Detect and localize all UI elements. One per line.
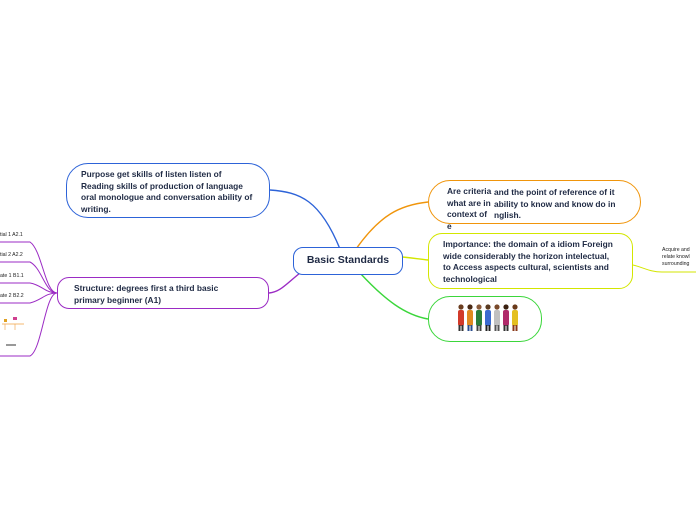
criteria-left-line-1: Are criteria [447,186,492,196]
importance-child-line-2: relate knowl [662,253,690,260]
person-figure [476,304,482,331]
importance-child[interactable]: Acquire and relate knowl surrounding [662,247,690,267]
purpose-line-1: Purpose get skills of listen listen of [81,169,222,179]
person-figure [485,304,491,331]
purpose-line-4: writing. [81,203,111,214]
criteria-right-line-3: nglish. [494,210,521,221]
criteria-right-line-2: ability to know and know do in [494,198,616,209]
importance-line-1: Importance: the domain of a idiom Foreig… [443,239,613,249]
importance-child-line-3: surrounding [662,260,690,267]
structure-child-1[interactable]: tial 1 A2.1 [0,232,23,238]
mini-chart-thumbnail [0,317,26,346]
person-figure [467,304,473,331]
importance-line-2: wide considerably the horizon intelectua… [443,250,610,261]
people-image-topic[interactable] [428,296,542,342]
purpose-line-2: Reading skills of production of language [81,180,243,191]
structure-topic[interactable]: Structure: degrees first a third basic p… [57,277,269,309]
importance-child-line-1: Acquire and [662,247,690,253]
criteria-left-line-3: context of e [447,209,488,231]
people-illustration [458,304,518,331]
criteria-right-line-1: and the point of reference of it [494,187,615,197]
importance-topic[interactable]: Importance: the domain of a idiom Foreig… [428,233,633,289]
central-topic-label: Basic Standards [306,254,390,266]
criteria-left-line-2: what are in [447,197,491,208]
structure-child-3[interactable]: ate 1 B1.1 [0,273,24,279]
purpose-line-3: oral monologue and conversation ability … [81,192,253,203]
central-topic[interactable]: Basic Standards [293,247,403,275]
person-figure [494,304,500,331]
person-figure [512,304,518,331]
person-figure [458,304,464,331]
structure-line-2: primary beginner (A1) [74,294,162,305]
structure-line-1: Structure: degrees first a third basic [74,283,219,293]
purpose-topic[interactable]: Purpose get skills of listen listen of R… [66,163,270,218]
criteria-topic[interactable]: Are criteria what are in context of e an… [428,180,641,231]
importance-line-3: to Access aspects cultural, scientists a… [443,262,609,273]
person-figure [503,304,509,331]
structure-child-4[interactable]: ate 2 B2.2 [0,293,24,299]
importance-line-4: technological [443,273,497,284]
structure-child-2[interactable]: tial 2 A2.2 [0,252,23,258]
